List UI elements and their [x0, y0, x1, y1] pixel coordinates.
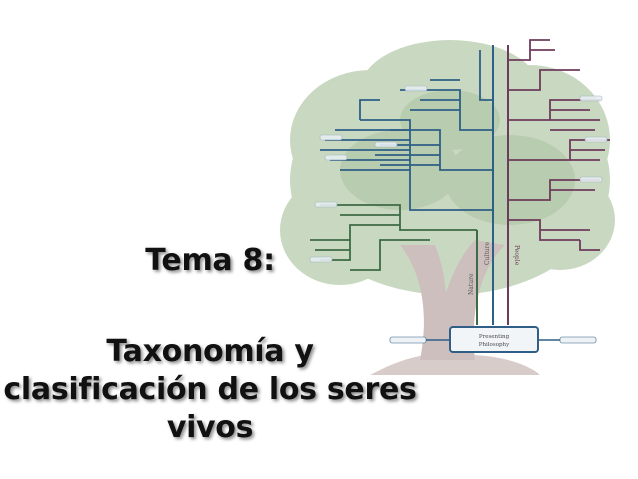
svg-text:Philosophy: Philosophy — [479, 342, 510, 348]
subtitle-line-3: vivos — [166, 410, 254, 445]
slide-subtitle: Taxonomía y clasificación de los seres v… — [0, 333, 420, 447]
philosophy-tree-image: Presenting Philosophy Nature Culture Peo… — [280, 39, 615, 375]
subtitle-line-1: Taxonomía y — [106, 334, 314, 369]
slide-title: Tema 8: — [145, 243, 275, 278]
svg-text:People: People — [513, 245, 520, 266]
svg-text:Nature: Nature — [468, 273, 475, 295]
svg-text:Presenting: Presenting — [479, 334, 510, 340]
subtitle-line-2: clasificación de los seres — [3, 372, 417, 407]
svg-text:Culture: Culture — [484, 241, 491, 265]
